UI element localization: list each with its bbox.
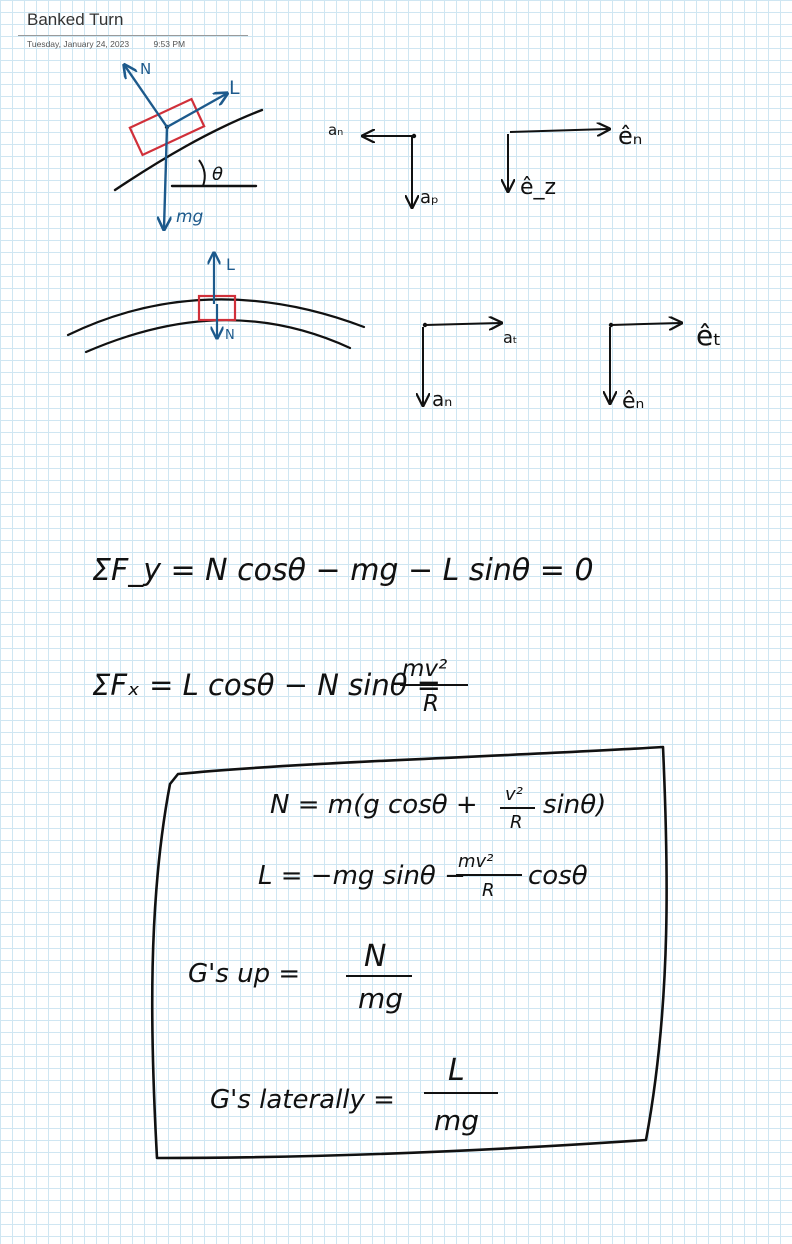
page-time: 9:53 PM bbox=[153, 39, 186, 49]
n-expression-lhs: N = m(g cosθ + bbox=[270, 790, 478, 820]
accel-frame-2: aₜ aₙ bbox=[423, 323, 518, 411]
title-divider bbox=[18, 35, 248, 36]
lift-force-arrow bbox=[166, 94, 226, 129]
top-view-diagram: L N bbox=[66, 254, 366, 354]
car-body-box bbox=[128, 97, 206, 157]
up-force-label: L bbox=[226, 255, 235, 274]
n-fraction-numerator: v² bbox=[505, 784, 523, 805]
lift-force-label: L bbox=[229, 77, 240, 99]
accel-frame-1: aₙ aₚ bbox=[328, 121, 439, 208]
side-view-diagram: θ N L mg bbox=[113, 60, 264, 228]
page-timestamp: Tuesday, January 24, 2023 9:53 PM bbox=[18, 39, 248, 49]
accel-vertical-label: aₚ bbox=[420, 187, 439, 208]
l-fraction-numerator: mv² bbox=[458, 851, 493, 872]
result-box: N = m(g cosθ + v² R sinθ) L = −mg sinθ −… bbox=[150, 745, 668, 1160]
sum-fx-numerator: mv² bbox=[402, 656, 447, 682]
n-fraction-denominator: R bbox=[510, 812, 523, 833]
unit-vertical-label: êₙ bbox=[622, 389, 644, 414]
unit-horizontal-label: êₜ bbox=[696, 319, 721, 352]
angle-arc bbox=[198, 159, 206, 187]
page-header: Banked Turn Tuesday, January 24, 2023 9:… bbox=[18, 8, 248, 49]
accel-horizontal-label: aₜ bbox=[503, 328, 518, 347]
unit-horizontal-label: êₙ bbox=[618, 122, 642, 150]
sum-fx-denominator: R bbox=[423, 691, 439, 717]
page-date: Tuesday, January 24, 2023 bbox=[27, 39, 130, 49]
l-expression-lhs: L = −mg sinθ − bbox=[258, 861, 466, 891]
banked-road-line bbox=[113, 108, 264, 192]
accel-vertical-label: aₙ bbox=[432, 387, 452, 411]
road-outer-edge bbox=[66, 298, 366, 337]
force-equations: ΣF_y = N cosθ − mg − L sinθ = 0 ΣFₓ = L … bbox=[92, 553, 594, 717]
gs-lateral-denominator: mg bbox=[434, 1104, 479, 1137]
unit-frame-1: êₙ ê_z bbox=[508, 122, 642, 200]
gs-lateral-label: G's laterally = bbox=[210, 1085, 395, 1115]
accel-horizontal-arrow bbox=[424, 323, 500, 325]
unit-horizontal-arrow bbox=[610, 323, 680, 325]
unit-vertical-label: ê_z bbox=[520, 175, 556, 200]
accel-horizontal-label: aₙ bbox=[328, 121, 343, 139]
l-fraction-denominator: R bbox=[482, 880, 495, 901]
gs-up-label: G's up = bbox=[188, 959, 300, 989]
gs-up-denominator: mg bbox=[358, 982, 403, 1015]
n-expression-rhs: sinθ) bbox=[543, 790, 606, 820]
normal-force-arrow bbox=[125, 66, 168, 128]
weight-force-arrow bbox=[164, 126, 167, 228]
unit-frame-2: êₜ êₙ bbox=[609, 319, 721, 414]
unit-horizontal-arrow bbox=[509, 129, 608, 132]
angle-label: θ bbox=[212, 164, 223, 185]
l-expression-rhs: cosθ bbox=[528, 861, 588, 891]
gs-up-numerator: N bbox=[364, 939, 386, 974]
weight-force-label: mg bbox=[176, 207, 204, 227]
sum-fx-lhs: ΣFₓ = L cosθ − N sinθ = bbox=[92, 668, 441, 702]
sum-fy-equation: ΣF_y = N cosθ − mg − L sinθ = 0 bbox=[92, 553, 594, 588]
gs-lateral-numerator: L bbox=[448, 1053, 465, 1088]
down-force-label: N bbox=[225, 328, 235, 343]
normal-force-label: N bbox=[140, 60, 151, 78]
page-title[interactable]: Banked Turn bbox=[27, 10, 124, 29]
hand-drawn-box bbox=[150, 745, 668, 1160]
